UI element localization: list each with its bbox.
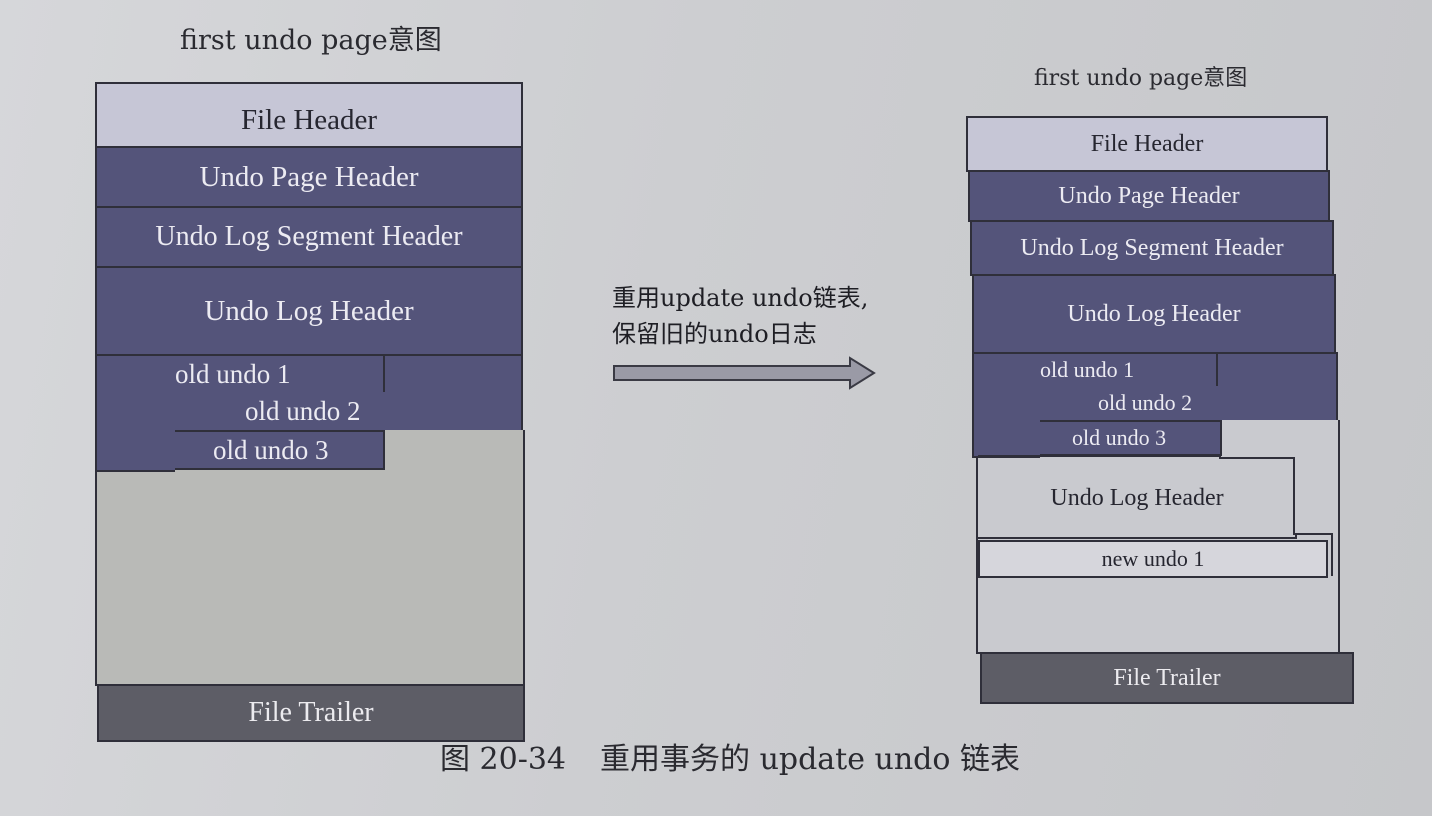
right-old-undo-2-label: old undo 2: [1098, 390, 1193, 415]
left-old-undo-1: old undo 1: [95, 354, 385, 394]
right-new-undo-1-label: new undo 1: [1101, 546, 1205, 571]
figure-caption-text: 重用事务的 update undo 链表: [600, 742, 1020, 777]
right-arrow-icon: [613, 356, 876, 390]
left-undo-page-header: Undo Page Header: [95, 146, 523, 208]
figure-caption: 图 20-34 重用事务的 update undo 链表: [440, 734, 1020, 778]
right-old-undo-bottom-left: [972, 420, 1040, 458]
left-old-undo-bottom-left: [95, 430, 175, 472]
right-diagram-title: first undo page意图: [1034, 66, 1248, 91]
right-new-undo-log-header-label: Undo Log Header: [1050, 484, 1224, 511]
left-old-undo-2: old undo 2: [95, 392, 523, 432]
right-old-undo-3-label: old undo 3: [1072, 425, 1167, 450]
right-old-undo-1-label: old undo 1: [1040, 357, 1135, 382]
right-file-header: File Header: [966, 116, 1328, 172]
arrow-caption-line-2: 保留旧的undo日志: [612, 320, 817, 348]
left-free-space: [95, 430, 525, 686]
left-file-header: File Header: [95, 82, 523, 158]
right-new-undo-1: new undo 1: [978, 540, 1328, 578]
arrow-caption-line-1: 重用update undo链表,: [612, 284, 869, 312]
right-undo-page-header: Undo Page Header: [968, 170, 1330, 222]
right-new-undo-log-outline: [978, 455, 1333, 576]
right-undo-log-segment-header: Undo Log Segment Header: [970, 220, 1334, 276]
right-old-undo-2: old undo 2: [972, 386, 1338, 422]
left-file-trailer: File Trailer: [97, 684, 525, 742]
left-old-undo-2-label: old undo 2: [245, 395, 361, 426]
left-undo-log-header: Undo Log Header: [95, 266, 523, 356]
left-undo-log-segment-header: Undo Log Segment Header: [95, 206, 523, 268]
right-undo-log-header: Undo Log Header: [972, 274, 1336, 354]
right-old-undo-1: old undo 1: [972, 352, 1218, 388]
left-diagram-title: first undo page意图: [180, 25, 442, 56]
left-old-undo-3: old undo 3: [173, 430, 385, 470]
right-file-trailer: File Trailer: [980, 652, 1354, 704]
right-new-undo-log-header: Undo Log Header: [978, 458, 1296, 538]
left-old-undo-1-label: old undo 1: [175, 358, 291, 389]
figure-number: 图 20-34: [440, 742, 567, 777]
right-old-undo-3: old undo 3: [1038, 420, 1222, 456]
left-old-undo-3-label: old undo 3: [213, 434, 329, 465]
